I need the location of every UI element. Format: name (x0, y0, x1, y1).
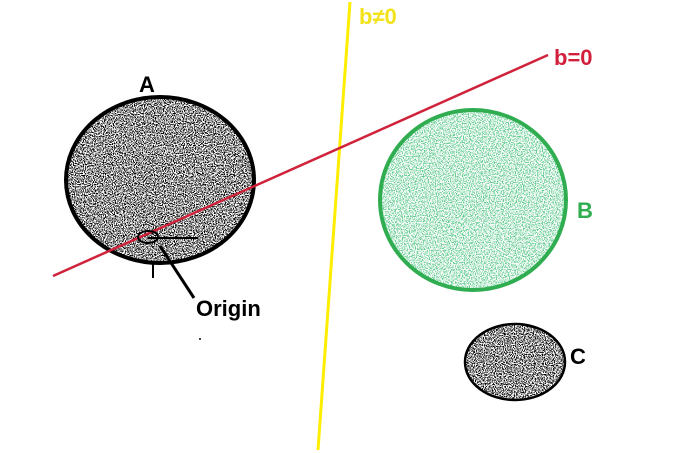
origin-marker (137, 230, 201, 340)
cluster-b-fill (380, 110, 566, 290)
cluster-b (378, 108, 568, 292)
origin-pointer-arrow (158, 245, 196, 299)
cluster-a (64, 95, 256, 265)
stray-dot (199, 338, 201, 340)
label-origin: Origin (196, 296, 261, 321)
label-b-zero: b=0 (554, 45, 593, 70)
cluster-a-fill (66, 97, 254, 263)
label-cluster-a: A (139, 72, 155, 97)
cluster-c-fill (465, 324, 565, 400)
line-b-nonzero (316, 1, 352, 451)
label-cluster-b: B (577, 198, 593, 223)
cluster-c (463, 322, 567, 402)
cluster-b-outline (378, 108, 568, 292)
label-cluster-c: C (570, 344, 586, 369)
label-b-nonzero: b≠0 (359, 4, 397, 29)
cluster-a-outline (64, 95, 256, 265)
cluster-c-outline (463, 322, 567, 402)
line-b-zero (52, 53, 549, 278)
